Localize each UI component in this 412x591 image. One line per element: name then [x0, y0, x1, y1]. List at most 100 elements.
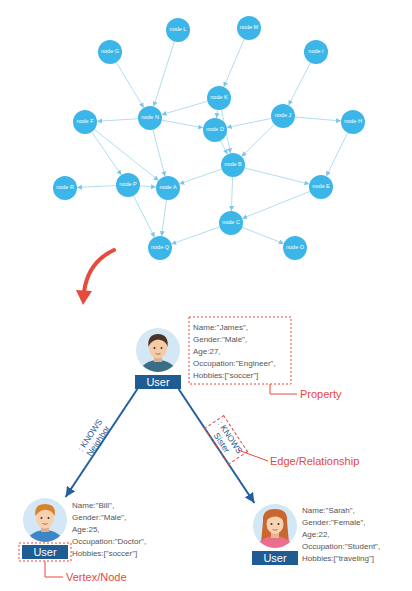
relationship-label: : KNOWS Sister [203, 415, 247, 465]
graph-edge [179, 169, 221, 184]
vertex-label: node C [222, 220, 240, 226]
avatar-figure [255, 509, 295, 553]
user-avatar [23, 498, 67, 547]
graph-vertex: node H [341, 110, 365, 134]
graph-vertex: node O [283, 236, 307, 260]
user-vertex: UserName:"Bill", Gender:"Male", Age:25, … [20, 497, 70, 559]
vertex-label: node I [308, 49, 323, 55]
avatar-eye [154, 347, 156, 349]
property-list: Name:"James", Gender:"Male", Age:27, Occ… [193, 322, 293, 382]
leader-line [270, 384, 297, 394]
tag-label: User [135, 375, 181, 389]
vertex-label: node G [101, 49, 119, 55]
avatar-long-hair [261, 509, 289, 543]
vertex-label: node J [275, 113, 292, 119]
vertex-label: node D [206, 127, 224, 133]
graph-vertex: node P [116, 173, 140, 197]
user-vertex: UserName:"James", Gender:"Male", Age:27,… [133, 327, 183, 389]
transition-arrow [84, 250, 114, 292]
tag-label: User [22, 545, 68, 559]
user-vertex: UserName:"Sarah", Gender:"Female", Age:2… [250, 503, 300, 565]
property-list: Name:"Bill", Gender:"Male", Age:25, Occu… [72, 500, 172, 560]
relationship-arrow [179, 389, 255, 503]
graph-edge [154, 41, 175, 106]
graph-edge [245, 168, 310, 184]
graph-edge [140, 186, 156, 187]
graph-vertex: node J [271, 104, 295, 128]
user-avatar [136, 328, 180, 377]
vertex-label: node O [286, 245, 304, 251]
graph-edge [171, 227, 219, 244]
graph-vertex: node N [138, 106, 162, 130]
vertex-label: node E [312, 184, 329, 190]
graph-edge [133, 196, 154, 238]
graph-vertex: node D [203, 118, 227, 142]
leader-line [45, 561, 63, 577]
graph-edge [227, 118, 271, 127]
property-list: Name:"Sarah", Gender:"Female", Age:22, O… [302, 505, 402, 565]
avatar-eye [48, 517, 50, 519]
avatar-fringe [266, 512, 284, 521]
graph-edge [97, 119, 138, 122]
vertex-label: node Q [151, 245, 169, 251]
graph-edge [153, 130, 165, 177]
graph-vertex: node F [73, 110, 97, 134]
graph-vertex: node M [237, 16, 261, 40]
transition-arrow-head [76, 290, 92, 305]
avatar-hair [148, 334, 167, 347]
avatar-figure [25, 504, 65, 547]
tag-label: User [252, 551, 298, 565]
graph-edge [224, 39, 245, 87]
annotation-label: Edge/Relationship [270, 455, 359, 467]
graph-vertex: node A [156, 176, 180, 200]
annotation-label: Property [300, 388, 342, 400]
graph-edge [220, 141, 227, 155]
graph-edge [242, 227, 284, 243]
vertex-label: node B [224, 162, 241, 168]
user-avatar [253, 504, 297, 553]
vertex-label: node N [141, 115, 159, 121]
vertex-label: node M [240, 25, 258, 31]
graph-vertex: node I [304, 40, 328, 64]
relationship-arrow [66, 389, 138, 497]
graph-edge [162, 101, 208, 114]
graph-edge [116, 62, 144, 107]
graph-vertex: node B [221, 153, 245, 177]
graph-vertex: node G [98, 40, 122, 64]
avatar-hair [35, 504, 55, 516]
graph-edge [288, 63, 310, 106]
vertex-label: node F [76, 119, 93, 125]
graph-edge [295, 117, 341, 121]
avatar-figure [138, 334, 178, 377]
graph-edge [77, 186, 116, 188]
annotation-label: Vertex/Node [66, 571, 127, 583]
vertex-label: node K [210, 95, 227, 101]
avatar-eye [41, 517, 43, 519]
avatar-eye [278, 523, 280, 525]
vertex-label: node H [344, 119, 362, 125]
graph-vertex: node R [53, 176, 77, 200]
avatar-eye [161, 347, 163, 349]
graph-edge [92, 132, 121, 175]
graph-edge [216, 110, 217, 118]
graph-vertex: node Q [148, 236, 172, 260]
avatar-eye [271, 523, 273, 525]
graph-vertex: node K [207, 86, 231, 110]
vertex-callout-box [19, 543, 71, 561]
avatar-mouth [43, 523, 48, 525]
avatar-mouth [273, 529, 278, 531]
graph-edge [231, 177, 232, 211]
avatar-mouth [156, 353, 161, 355]
vertex-label: node P [119, 182, 136, 188]
vertex-label: node A [159, 185, 176, 191]
graph-vertex: node E [309, 175, 333, 199]
graph-edge [326, 133, 347, 176]
vertex-label: node R [56, 185, 74, 191]
relationship-label: : KNOWS Neighbor [73, 414, 114, 462]
graph-vertex: node L [166, 18, 190, 42]
graph-vertex: node C [219, 211, 243, 235]
